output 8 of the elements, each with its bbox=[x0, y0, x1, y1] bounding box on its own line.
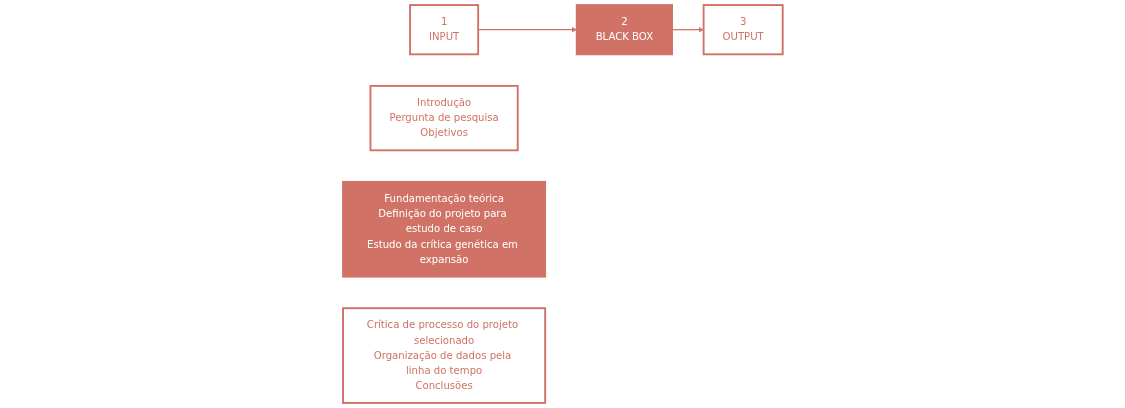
node-box: 2 BLACK BOX bbox=[575, 4, 673, 56]
arrow bbox=[671, 26, 704, 33]
node-box: 1 INPUT bbox=[408, 4, 479, 56]
node-box: Crítica de processo do projeto selecionado Organização de dados pela linha do tempo Conclusões bbox=[341, 307, 546, 404]
node-box: 3 OUTPUT bbox=[702, 4, 784, 56]
node-box: Fundamentação teórica Definição do projeto para estudo de caso Estudo da crítica genética em expansão bbox=[341, 180, 546, 278]
arrow bbox=[477, 26, 577, 33]
node-box: Introdução Pergunta de pesquisa Objetivos bbox=[369, 84, 519, 152]
